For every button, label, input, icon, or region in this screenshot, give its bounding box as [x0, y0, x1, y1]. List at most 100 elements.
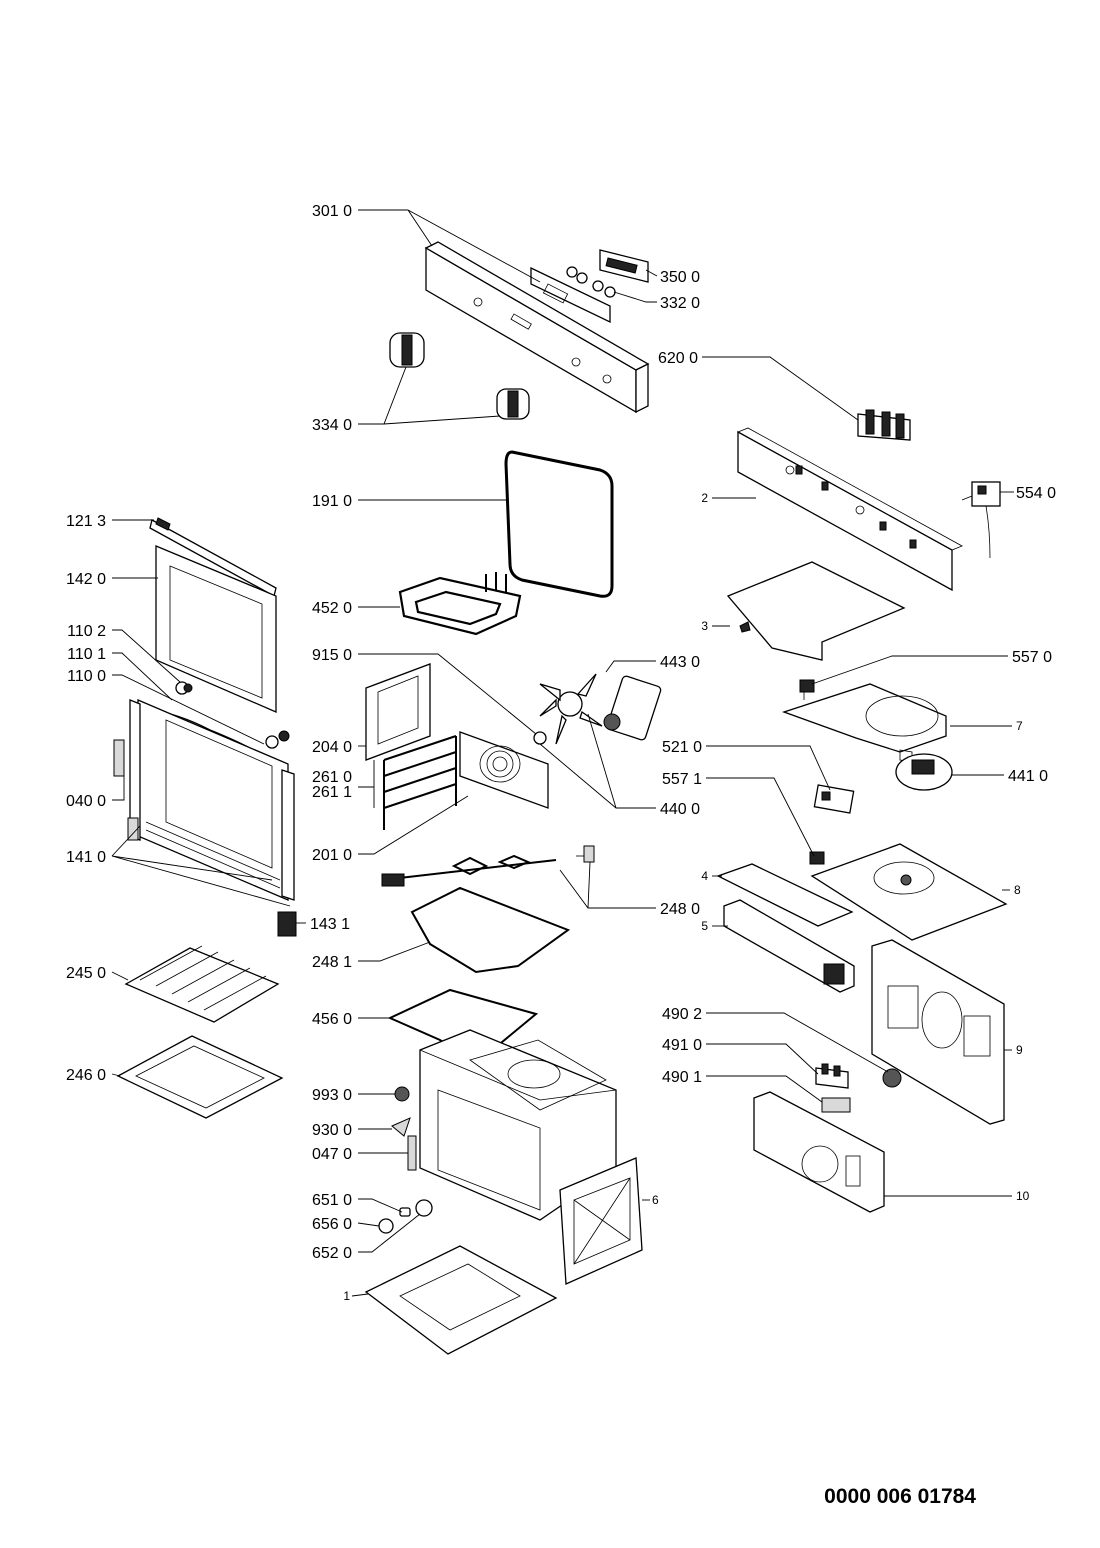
- part-grill-element: [398, 572, 522, 636]
- part-rear-panel: [459, 731, 549, 809]
- part-electronic-module: [599, 249, 649, 283]
- label-3: 3: [701, 619, 708, 633]
- label-10: 10: [1016, 1189, 1030, 1203]
- part-bottom-plate: [364, 1245, 558, 1355]
- part-lamp-socket: [415, 1199, 433, 1217]
- label-110-2: 110 2: [67, 623, 106, 640]
- part-sensor-557-0: [799, 679, 815, 700]
- part-push-buttons: [566, 266, 616, 298]
- part-switch-block: [815, 1063, 849, 1089]
- part-cover-plate: [726, 561, 906, 661]
- label-452-0: 452 0: [312, 600, 352, 617]
- part-cooling-fan: [895, 753, 953, 791]
- part-rotisserie-motor: [576, 845, 595, 863]
- part-handle-caps: [175, 681, 290, 749]
- part-drip-tray: [116, 1035, 284, 1119]
- part-display-bracket: [530, 266, 611, 324]
- leader-110-0: [112, 674, 265, 745]
- label-7: 7: [1016, 719, 1023, 733]
- label-490-1: 490 1: [662, 1069, 702, 1086]
- label-620-0: 620 0: [658, 350, 698, 367]
- part-side-frame: [559, 1157, 643, 1285]
- label-261-1: 261 1: [312, 784, 352, 801]
- leader-lines: [111, 209, 1014, 1297]
- label-245-0: 245 0: [66, 965, 106, 982]
- label-521-0: 521 0: [662, 739, 702, 756]
- part-air-duct-4: [716, 863, 854, 927]
- label-993-0: 993 0: [312, 1087, 352, 1104]
- part-inner-glass: [155, 545, 277, 713]
- leader-332-0: [613, 291, 657, 303]
- label-204-0: 204 0: [312, 739, 352, 756]
- part-knob-lower: [496, 388, 530, 420]
- leader-245-0: [111, 971, 129, 981]
- part-thermostat: [961, 481, 1001, 559]
- label-141-0: 141 0: [66, 849, 106, 866]
- part-wire-shelf: [124, 945, 280, 1023]
- part-rear-cover: [753, 1091, 885, 1213]
- part-door-side-left: [113, 699, 141, 841]
- leader-261: [358, 760, 375, 808]
- label-6: 6: [652, 1193, 659, 1207]
- part-lamp-glass: [378, 1218, 394, 1234]
- document-number: 0000 006 01784: [824, 1485, 976, 1508]
- leader-201-0: [358, 795, 469, 855]
- part-air-duct-5: [723, 899, 855, 993]
- leader-141-0: [111, 825, 291, 907]
- label-248-1: 248 1: [312, 954, 352, 971]
- label-5: 5: [701, 919, 708, 933]
- label-441-0: 441 0: [1008, 768, 1048, 785]
- label-930-0: 930 0: [312, 1122, 352, 1139]
- label-246-0: 246 0: [66, 1067, 106, 1084]
- leader-651-0: [358, 1198, 403, 1213]
- leader-110-1: [112, 652, 173, 701]
- part-rotisserie-spit: [381, 854, 557, 887]
- part-door-switch: [407, 1135, 417, 1171]
- label-456-0: 456 0: [312, 1011, 352, 1028]
- part-fan-housing-top: [781, 683, 947, 763]
- label-443-0: 443 0: [660, 654, 700, 671]
- leader-334-0: [358, 366, 501, 425]
- leader-491-0: [706, 1043, 819, 1075]
- part-control-panel: [424, 241, 650, 414]
- label-350-0: 350 0: [660, 269, 700, 286]
- label-334-0: 334 0: [312, 417, 352, 434]
- label-040-0: 040 0: [66, 793, 106, 810]
- label-191-0: 191 0: [312, 493, 352, 510]
- leader-248-1: [358, 941, 431, 962]
- label-142-0: 142 0: [66, 571, 106, 588]
- part-fan-blade: [539, 673, 603, 745]
- label-248-0: 248 0: [660, 901, 700, 918]
- label-110-0: 110 0: [67, 668, 106, 685]
- label-301-0: 301 0: [312, 203, 352, 220]
- label-557-0: 557 0: [1012, 649, 1052, 666]
- part-top-cover: [810, 843, 1008, 941]
- leader-652-0: [358, 1213, 421, 1253]
- leader-557-1: [706, 777, 815, 857]
- leader-040-0: [112, 774, 125, 801]
- part-lamp-bulb: [399, 1207, 411, 1217]
- label-491-0: 491 0: [662, 1037, 702, 1054]
- label-143-1: 143 1: [310, 916, 350, 933]
- part-thermal-fuse: [813, 784, 855, 814]
- label-1: 1: [343, 1289, 350, 1303]
- leader-521-0: [706, 745, 831, 791]
- part-terminal-block: [857, 409, 911, 441]
- leader-301-0: [358, 209, 541, 283]
- label-121-3: 121 3: [66, 513, 106, 530]
- part-door-gasket: [504, 450, 614, 598]
- part-shelf-guides: [383, 735, 457, 830]
- part-hinge-bracket: [127, 817, 139, 841]
- label-2: 2: [701, 491, 708, 505]
- label-440-0: 440 0: [660, 801, 700, 818]
- leader-443-0: [605, 660, 656, 673]
- leader-110-2: [112, 629, 181, 683]
- leader-490-2: [706, 1012, 889, 1073]
- label-8: 8: [1014, 883, 1021, 897]
- leader-440-0: [539, 713, 656, 809]
- label-651-0: 651 0: [312, 1192, 352, 1209]
- label-047-0: 047 0: [312, 1146, 352, 1163]
- part-lamp-lens: [882, 1068, 902, 1088]
- part-clip-930: [391, 1117, 411, 1137]
